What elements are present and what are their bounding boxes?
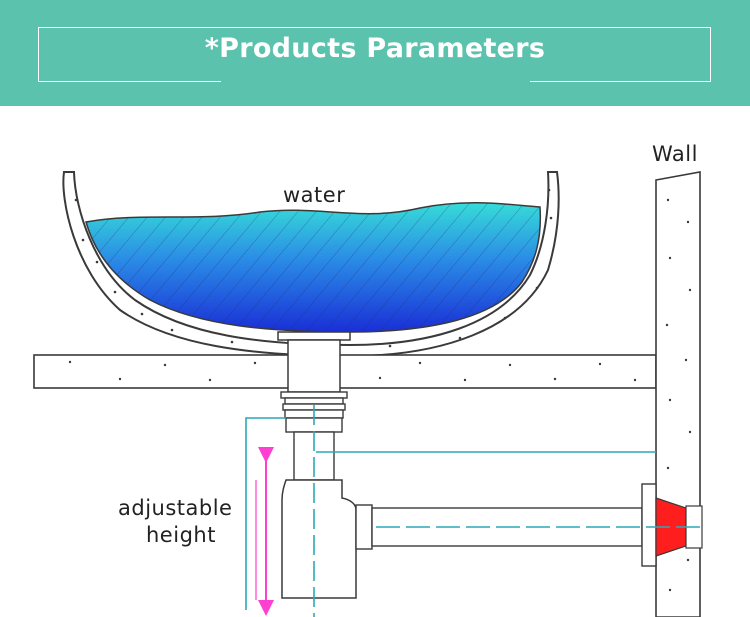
header-banner: *Products Parameters [0, 0, 750, 106]
centerlines [245, 405, 706, 617]
adjustable-label: adjustable [118, 496, 233, 520]
wall-flange [641, 483, 657, 567]
banner-frame-top [38, 27, 711, 28]
banner-frame-left [38, 27, 39, 82]
banner-frame-bottom-right [530, 81, 711, 82]
water-label: water [283, 183, 346, 207]
drain-body [287, 339, 341, 393]
bottle-trap [281, 479, 357, 599]
trap-outlet-collar [355, 504, 373, 550]
slab-texture [68, 360, 637, 382]
wall-texture [665, 198, 692, 592]
wall-label: Wall [652, 142, 698, 166]
countertop-slab [33, 354, 657, 389]
drain-flange [277, 331, 351, 341]
banner-frame-bottom-left [38, 81, 221, 82]
height-label: height [146, 523, 216, 547]
basin-outline [62, 171, 560, 358]
banner-frame-right [710, 27, 711, 82]
page-title: *Products Parameters [204, 33, 546, 64]
